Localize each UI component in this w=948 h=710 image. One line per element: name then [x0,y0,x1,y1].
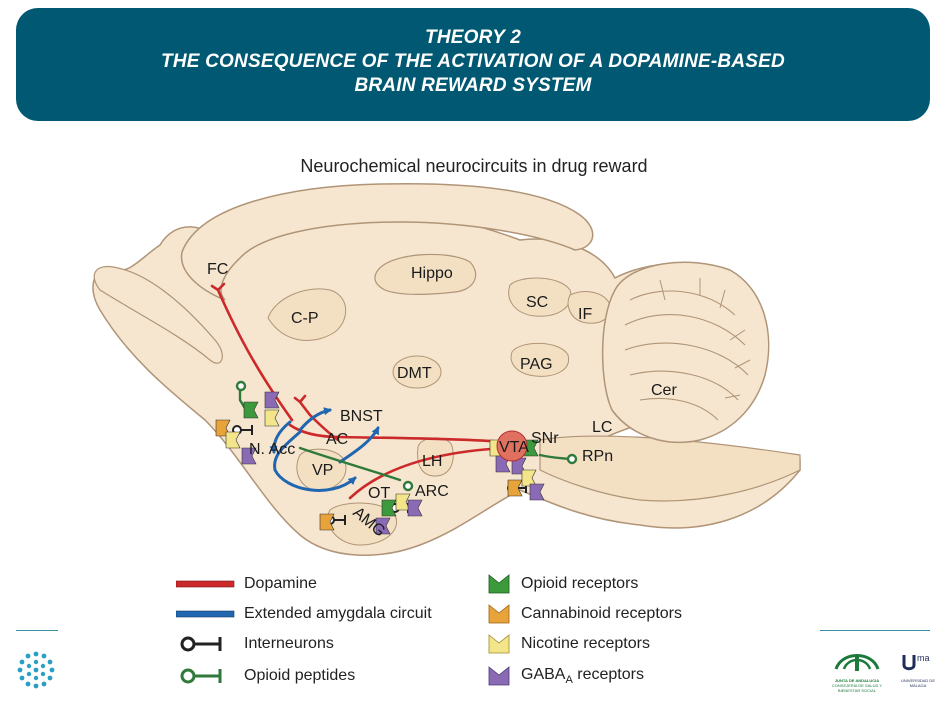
junta-text: JUNTA DE ANDALUCIA [834,678,880,683]
legend-label-nicotine-receptors: Nicotine receptors [521,635,650,652]
uma-logo: ma UNIVERSIDAD DE MÁLAGA [898,651,938,688]
legend-label-interneurons: Interneurons [244,635,334,652]
amygdala-circuit [269,407,380,492]
cannabinoid-receptor-icon [488,604,510,624]
legend-item-dopamine: Dopamine [176,571,317,597]
legend-item-opioid-receptors: Opioid receptors [487,571,638,597]
legend-label-amygdala: Extended amygdala circuit [244,605,432,622]
legend-item-gaba-receptors: GABAA receptors [487,663,644,689]
gaba-receptor-icon [488,666,510,686]
label-rpn: RPn [582,448,613,465]
junta-emblem-icon [834,654,880,671]
label-pag: PAG [520,356,553,373]
legend-item-cannabinoid-receptors: Cannabinoid receptors [487,601,682,627]
legend-label-opioid-receptors: Opioid receptors [521,575,639,592]
label-fc: FC [207,261,228,278]
label-hippo: Hippo [411,265,453,282]
vta-nucleus [496,430,528,462]
label-vta: VTA [499,439,529,456]
receptor-symbols [215,391,545,535]
red-line-icon [176,580,235,588]
label-lh: LH [422,453,442,470]
cerebellum [601,261,770,444]
label-ac: AC [326,431,348,448]
dopamine-pathways [210,282,507,500]
opioid-peptide-pathways [235,380,578,492]
legend-item-interneurons: Interneurons [176,631,334,657]
legend-item-nicotine-receptors: Nicotine receptors [487,631,650,657]
legend-label-gaba-receptors: GABAA receptors [521,665,644,687]
label-nacc: N. Acc [249,441,295,458]
uma-mark-text: ma [917,653,930,663]
figure-title: Neurochemical neurocircuits in drug rewa… [300,156,648,176]
junta-logo: JUNTA DE ANDALUCIA CONSEJERÍA DE SALUD Y… [822,647,892,693]
label-cp: C-P [291,310,319,327]
title-banner: THEORY 2 THE CONSEQUENCE OF THE ACTIVATI… [16,8,930,121]
dots-logo [16,650,56,695]
footer-rule-right [820,630,930,631]
legend-item-amygdala: Extended amygdala circuit [176,601,432,627]
legend-label-opioid-peptides: Opioid peptides [244,667,356,684]
opioid-peptide-icon [180,668,222,684]
opioid-receptor-icon [488,574,510,594]
dots-logo-icon [17,651,55,689]
label-cer: Cer [651,382,677,399]
brain-outline [92,182,801,556]
label-dmt: DMT [397,365,432,382]
label-bnst: BNST [340,408,383,425]
label-lc: LC [592,419,612,436]
banner-title-line3: BRAIN REWARD SYSTEM [354,75,592,96]
legend-item-opioid-peptides: Opioid peptides [176,663,355,689]
interneuron-icon [180,636,222,652]
label-if: IF [578,306,592,323]
legend-label-dopamine: Dopamine [244,575,317,592]
junta-subtext: CONSEJERÍA DE SALUD Y BIENESTAR SOCIAL [831,683,883,693]
uma-mark-icon: ma [902,653,930,671]
label-sc: SC [526,294,548,311]
banner-title-line2: THE CONSEQUENCE OF THE ACTIVATION OF A D… [161,51,785,72]
uma-text: UNIVERSIDAD DE MÁLAGA [900,678,935,688]
legend-label-cannabinoid-receptors: Cannabinoid receptors [521,605,682,622]
blue-line-icon [176,610,235,618]
label-arc: ARC [415,483,449,500]
nicotine-receptor-icon [488,634,510,654]
label-ot: OT [368,485,390,502]
label-snr: SNr [531,430,559,447]
banner-title-line1: THEORY 2 [425,27,521,48]
label-vp: VP [312,462,333,479]
footer-rule-left [16,630,58,631]
